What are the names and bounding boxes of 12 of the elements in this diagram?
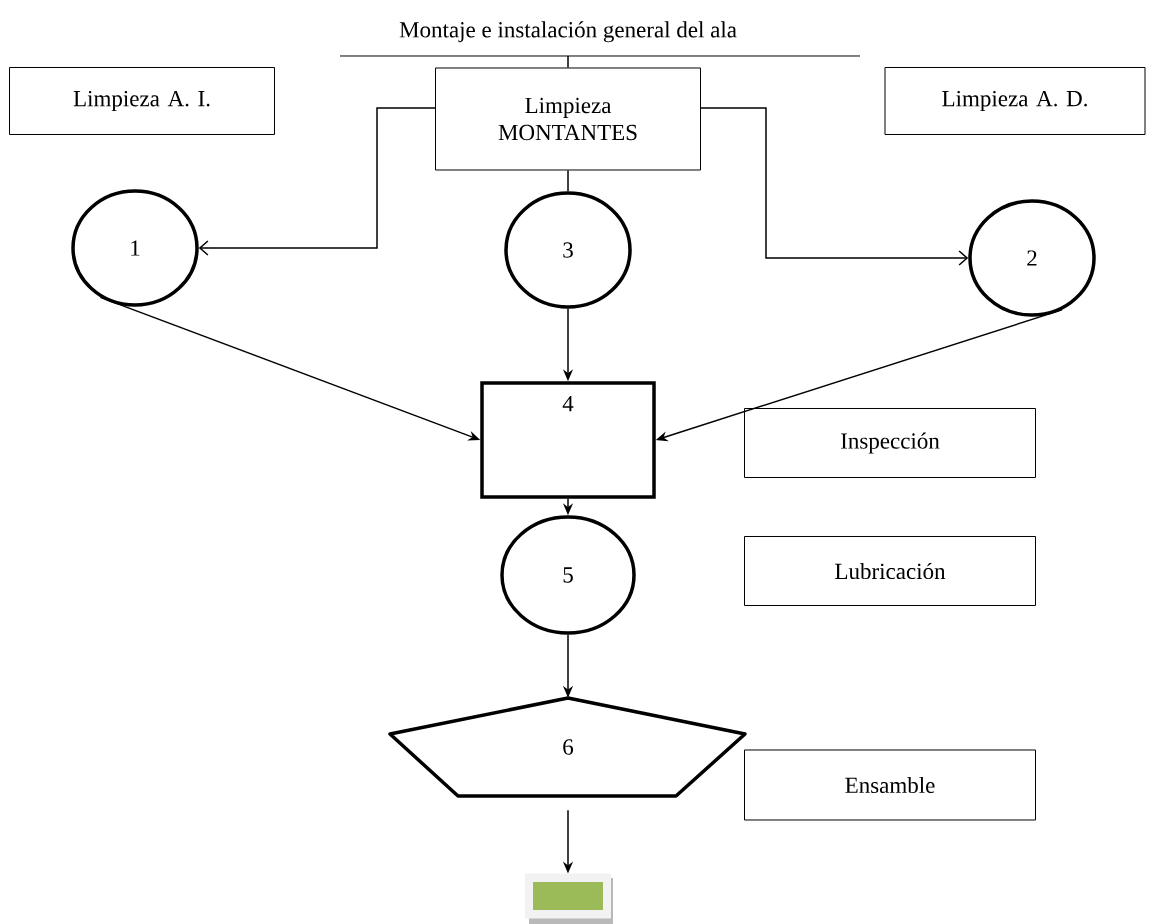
process-box: Limpieza A. I. — [9, 67, 275, 135]
heading: Montaje e instalación general del ala — [339, 21, 861, 57]
process-box: Ensamble — [744, 749, 1036, 821]
arrow — [700, 107, 969, 266]
pentagon: 6 — [388, 696, 747, 798]
inspection-box: 4 — [480, 381, 656, 499]
process-box: Limpieza MONTANTES — [435, 67, 701, 171]
process-box: Lubricación — [744, 536, 1036, 606]
process-box: Inspección — [744, 408, 1036, 478]
arrow — [198, 107, 436, 256]
terminal-box — [525, 873, 613, 924]
process-box: Limpieza A. D. — [884, 67, 1146, 135]
